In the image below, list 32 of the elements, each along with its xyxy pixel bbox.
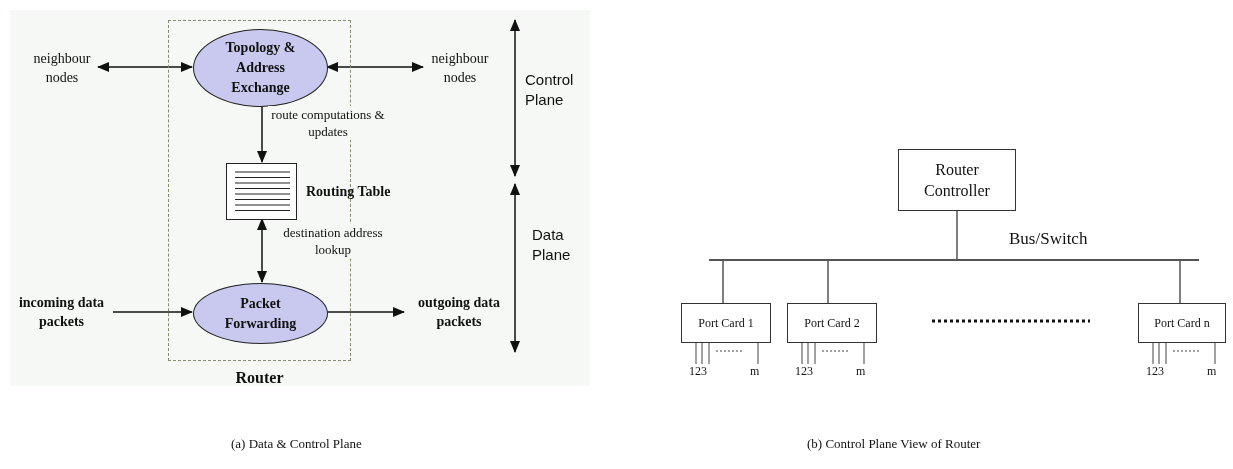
arrow [257,218,267,283]
port-card-box: Port Card 1 [681,303,771,343]
node-text: incoming data packets [10,292,113,332]
port-card-box: Port Card n [1138,303,1226,343]
bus-label: Bus/Switch [1009,229,1088,249]
node-text: neighbour nodes [26,48,98,88]
port-label: m [856,364,866,379]
plane-label: Data Plane [532,225,572,265]
port-label: 123 [795,364,813,379]
port-label: 123 [689,364,707,379]
node-text: outgoing data packets [404,292,514,332]
arrow [112,307,193,317]
plane-label: Control Plane [525,70,575,110]
connector-line [722,260,724,304]
connector-line [1179,260,1181,304]
connector-line [827,260,829,304]
figure-caption: (a) Data & Control Plane [231,436,362,452]
port-label: m [1207,364,1217,379]
arrow [257,105,267,163]
connector-line [956,210,958,260]
arrow [97,62,193,72]
router-heading: Router [234,369,285,387]
controller-box: Router Controller [898,149,1016,211]
arrow [326,307,405,317]
edge-label: route computations & updates [268,106,388,140]
arrow [326,62,424,72]
figure-caption: (b) Control Plane View of Router [807,436,981,452]
port-card-box: Port Card 2 [787,303,877,343]
node-text: neighbour nodes [423,48,497,88]
node-caption: Routing Table [306,183,391,200]
port-label: 123 [1146,364,1164,379]
port-label: m [750,364,760,379]
